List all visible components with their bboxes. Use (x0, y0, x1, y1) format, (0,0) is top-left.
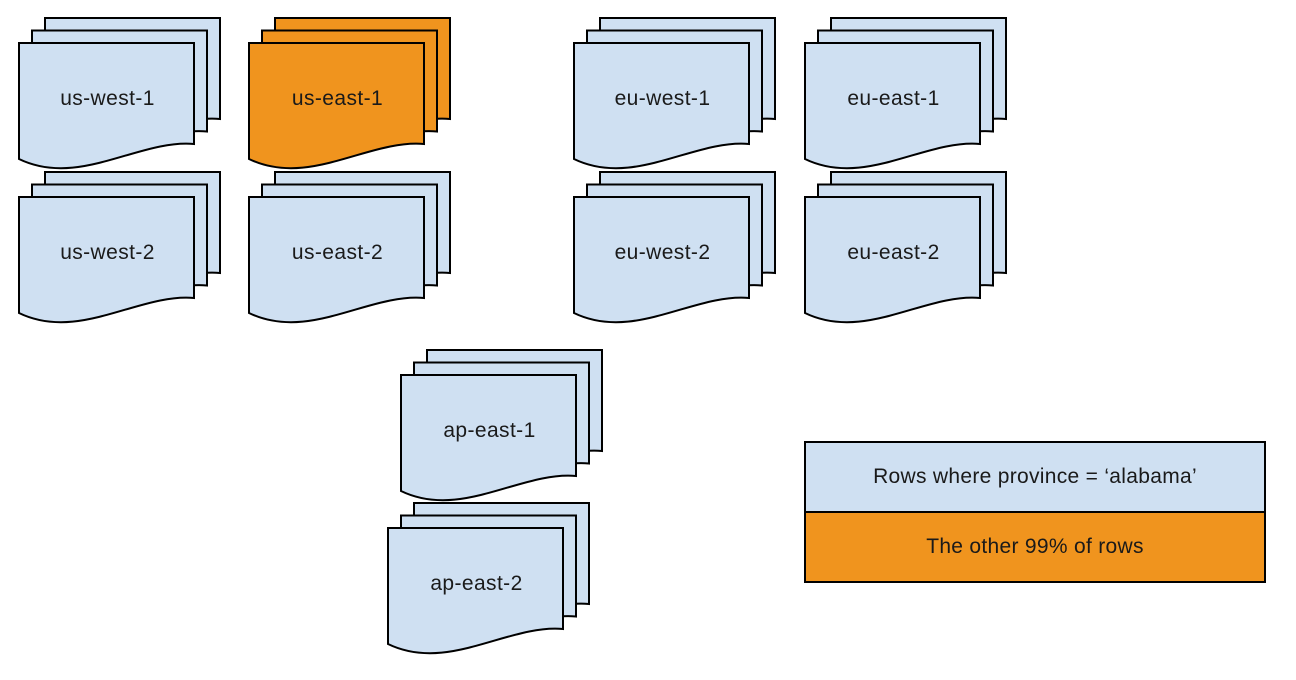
document-stack-eu-east-1: eu-east-1 (804, 17, 1008, 173)
legend-item-alabama-rows: Rows where province = ‘alabama’ (806, 443, 1264, 513)
legend-item-label: Rows where province = ‘alabama’ (873, 465, 1197, 488)
document-stack-us-west-1: us-west-1 (18, 17, 222, 173)
document-pages-icon (804, 171, 1007, 324)
document-pages-icon (18, 171, 221, 324)
document-pages-icon (573, 17, 776, 170)
document-pages-icon (248, 171, 451, 324)
document-stack-us-east-1: us-east-1 (248, 17, 452, 173)
document-stack-ap-east-1: ap-east-1 (400, 349, 604, 505)
region-label: eu-east-2 (847, 241, 940, 264)
legend: Rows where province = ‘alabama’ The othe… (804, 441, 1266, 583)
region-label: us-east-1 (291, 87, 384, 110)
document-pages-icon (573, 171, 776, 324)
region-label: ap-east-1 (443, 419, 536, 442)
document-stack-us-east-2: us-east-2 (248, 171, 452, 327)
document-pages-icon (804, 17, 1007, 170)
region-label: eu-west-2 (614, 241, 711, 264)
legend-item-label: The other 99% of rows (926, 535, 1144, 558)
region-label: us-west-2 (60, 241, 155, 264)
document-stack-eu-west-2: eu-west-2 (573, 171, 777, 327)
document-stack-us-west-2: us-west-2 (18, 171, 222, 327)
document-stack-eu-east-2: eu-east-2 (804, 171, 1008, 327)
document-stack-ap-east-2: ap-east-2 (387, 502, 591, 658)
region-label: eu-east-1 (847, 87, 940, 110)
region-label: ap-east-2 (430, 572, 523, 595)
document-stack-eu-west-1: eu-west-1 (573, 17, 777, 173)
region-label: us-west-1 (60, 87, 155, 110)
legend-item-other-rows: The other 99% of rows (806, 513, 1264, 581)
document-pages-icon (18, 17, 221, 170)
document-pages-icon (248, 17, 451, 170)
document-pages-icon (400, 349, 603, 502)
region-label: eu-west-1 (614, 87, 711, 110)
region-label: us-east-2 (291, 241, 384, 264)
document-pages-icon (387, 502, 590, 655)
